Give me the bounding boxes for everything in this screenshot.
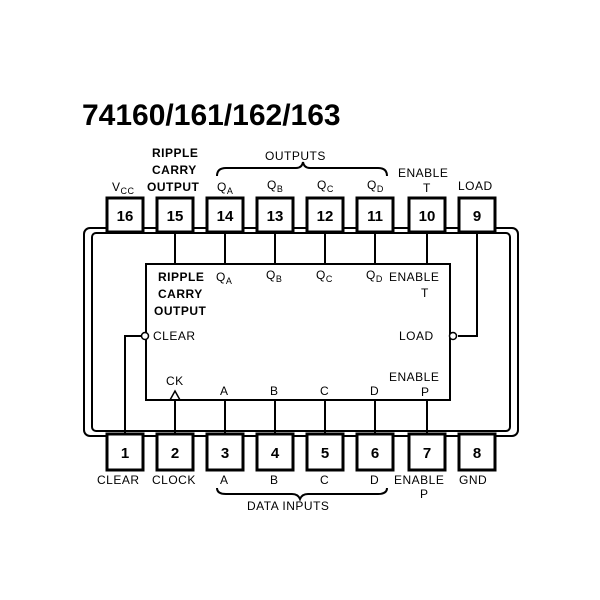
package-inner-outline — [91, 232, 511, 432]
int-c: C — [320, 384, 329, 398]
int-a: A — [220, 384, 229, 398]
bottom-wires — [124, 335, 428, 434]
pin-6: 6 — [355, 432, 395, 472]
int-enable-t-1: ENABLE — [389, 270, 439, 284]
enable-p-label-2: P — [420, 487, 429, 501]
ripple-label-3: OUTPUT — [147, 180, 200, 194]
pin-13: 13 — [255, 196, 295, 234]
int-d: D — [370, 384, 379, 398]
int-ripple-3: OUTPUT — [154, 304, 207, 318]
outputs-brace — [216, 161, 388, 177]
data-inputs-label: DATA INPUTS — [247, 499, 329, 513]
ripple-label-1: RIPPLE — [152, 146, 198, 160]
load-label: LOAD — [458, 179, 493, 193]
enable-t-label-2: T — [423, 181, 431, 195]
pin-7: 7 — [407, 432, 447, 472]
int-b: B — [270, 384, 279, 398]
clear-inversion-bubble — [140, 331, 150, 341]
svg-text:4: 4 — [271, 445, 280, 462]
qa-label: QA — [217, 180, 233, 196]
vcc-label: VCC — [112, 180, 135, 196]
data-inputs-brace — [216, 487, 388, 502]
svg-text:2: 2 — [171, 445, 179, 462]
enable-p-label-1: ENABLE — [394, 473, 444, 487]
svg-text:9: 9 — [473, 208, 481, 225]
int-ripple-2: CARRY — [158, 287, 203, 301]
svg-text:7: 7 — [423, 445, 431, 462]
int-enable-p-2: P — [421, 385, 430, 399]
int-ck: CK — [166, 374, 184, 388]
clock-label: CLOCK — [152, 473, 196, 487]
gnd-label: GND — [459, 473, 487, 487]
internal-labels: RIPPLE CARRY OUTPUT CLEAR QA QB QC QD EN… — [153, 268, 439, 399]
pin-15: 15 — [155, 196, 195, 234]
top-labels: VCC RIPPLE CARRY OUTPUT OUTPUTS QA QB QC… — [112, 146, 493, 196]
qb-label: QB — [267, 178, 283, 194]
c-label: C — [320, 473, 329, 487]
chip-title: 74160/161/162/163 — [82, 99, 341, 132]
outputs-label: OUTPUTS — [265, 149, 326, 163]
svg-text:14: 14 — [217, 208, 234, 225]
int-qd: QD — [366, 268, 383, 284]
int-qb: QB — [266, 268, 282, 284]
ripple-label-2: CARRY — [152, 163, 197, 177]
pin-8: 8 — [457, 432, 497, 472]
clock-edge-triangle — [169, 389, 181, 401]
pin-5: 5 — [305, 432, 345, 472]
qd-label: QD — [367, 178, 384, 194]
int-enable-t-2: T — [421, 286, 429, 300]
svg-text:8: 8 — [473, 445, 481, 462]
pin-14: 14 — [205, 196, 245, 234]
b-label: B — [270, 473, 279, 487]
svg-text:1: 1 — [121, 445, 129, 462]
pin-9: 9 — [457, 196, 497, 234]
bottom-pin-row: 1 2 3 4 5 6 7 8 — [105, 432, 497, 472]
pin-11: 11 — [355, 196, 395, 234]
d-label: D — [370, 473, 379, 487]
pin-3: 3 — [205, 432, 245, 472]
top-wires — [174, 232, 478, 337]
svg-text:10: 10 — [419, 208, 436, 225]
int-load: LOAD — [399, 329, 434, 343]
svg-text:3: 3 — [221, 445, 229, 462]
pin-1: 1 — [105, 432, 145, 472]
svg-text:16: 16 — [117, 208, 134, 225]
pin-2: 2 — [155, 432, 195, 472]
pin-10: 10 — [407, 196, 447, 234]
pin-16: 16 — [105, 196, 145, 234]
int-clear: CLEAR — [153, 329, 196, 343]
svg-text:6: 6 — [371, 445, 379, 462]
svg-text:5: 5 — [321, 445, 329, 462]
int-ripple-1: RIPPLE — [158, 270, 204, 284]
load-inversion-bubble — [448, 331, 458, 341]
int-qa: QA — [216, 270, 232, 286]
pin-4: 4 — [255, 432, 295, 472]
qc-label: QC — [317, 178, 334, 194]
a-label: A — [220, 473, 229, 487]
svg-text:11: 11 — [367, 208, 383, 225]
svg-text:15: 15 — [167, 208, 184, 225]
svg-text:13: 13 — [267, 208, 284, 225]
top-pin-row: 16 15 14 13 12 11 10 9 — [105, 196, 497, 234]
bottom-labels: CLEAR CLOCK A B C D ENABLE P GND DATA IN… — [97, 473, 487, 513]
enable-t-label-1: ENABLE — [398, 166, 448, 180]
int-enable-p-1: ENABLE — [389, 370, 439, 384]
int-qc: QC — [316, 268, 333, 284]
svg-text:12: 12 — [317, 208, 334, 225]
pin-12: 12 — [305, 196, 345, 234]
clear-label: CLEAR — [97, 473, 140, 487]
package-outline — [83, 227, 519, 437]
